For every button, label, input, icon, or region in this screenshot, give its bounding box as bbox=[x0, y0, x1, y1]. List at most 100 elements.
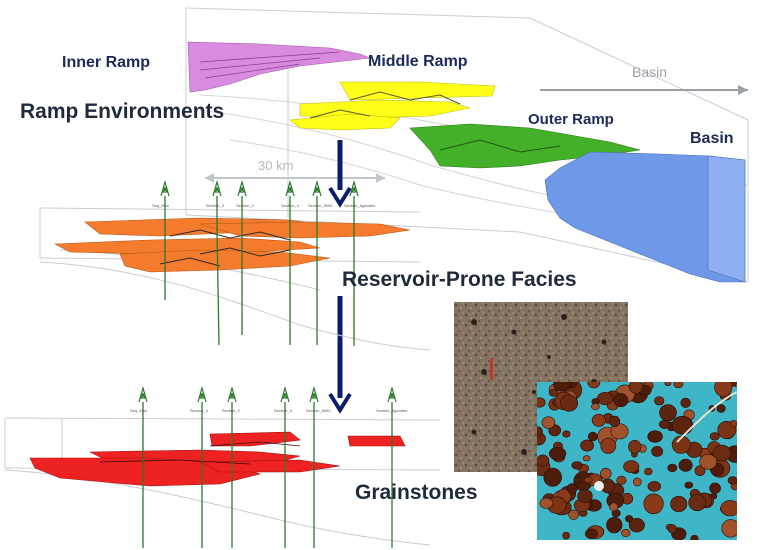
ooid-grain bbox=[678, 458, 693, 472]
ooid-grain bbox=[680, 397, 691, 408]
well-derrick-icon bbox=[197, 385, 207, 403]
well-derrick-icon bbox=[387, 385, 397, 403]
ooid-grain bbox=[628, 518, 645, 533]
well-label: Section_3000 bbox=[308, 203, 333, 208]
reservoir-body bbox=[53, 217, 411, 273]
ooid-grain bbox=[549, 446, 567, 461]
ooid-grain bbox=[582, 455, 591, 462]
flow-arrow-icon bbox=[328, 296, 352, 414]
well-row-middle bbox=[160, 179, 359, 346]
flow-arrow-icon bbox=[328, 140, 352, 208]
well-label: Section_Agoudim bbox=[344, 203, 376, 208]
well-label: Section_4 bbox=[274, 408, 292, 413]
well-trajectory bbox=[216, 196, 220, 346]
ooid-grain bbox=[643, 493, 664, 515]
basin-body bbox=[544, 151, 746, 283]
ooid-grain bbox=[714, 382, 733, 397]
inner-ramp-label: Inner Ramp bbox=[62, 54, 151, 71]
outer-ramp-label: Outer Ramp bbox=[528, 111, 614, 128]
ooid-grain bbox=[654, 396, 665, 406]
ooid-grain bbox=[562, 531, 570, 540]
ooid-grain bbox=[591, 413, 606, 427]
well-derrick-icon bbox=[285, 179, 295, 197]
ooid-grain bbox=[543, 467, 562, 487]
ooid-grain bbox=[616, 475, 627, 485]
ooid-grain bbox=[606, 516, 623, 534]
ooid-grain bbox=[712, 444, 732, 462]
ooid-grain bbox=[585, 528, 598, 540]
ooid-grain bbox=[587, 382, 601, 389]
ooid-grain bbox=[659, 404, 677, 422]
well-derrick-icon bbox=[312, 179, 322, 197]
ooid-grain bbox=[609, 415, 621, 428]
ooid-grain bbox=[537, 454, 550, 467]
grainstone-body bbox=[29, 431, 406, 487]
ooid-grain bbox=[633, 477, 642, 487]
ooid-grain bbox=[694, 465, 706, 476]
ooid-grain bbox=[566, 483, 578, 494]
ooid-grain bbox=[628, 382, 644, 394]
well-label: Seq_Mbs bbox=[130, 408, 147, 413]
ooid-grain bbox=[647, 430, 663, 443]
ooid-grain bbox=[651, 446, 663, 457]
well-derrick-icon bbox=[212, 179, 222, 197]
ooid-grain bbox=[644, 467, 653, 476]
well-label: Section_2 bbox=[222, 408, 240, 413]
well-row-bottom bbox=[138, 385, 397, 548]
ooid-grain bbox=[539, 497, 554, 509]
ooid-grain bbox=[625, 515, 634, 523]
middle-ramp-body bbox=[289, 81, 496, 131]
ooid-grain bbox=[568, 509, 579, 520]
well-label: Section_4 bbox=[281, 203, 299, 208]
basin-direction-label: Basin bbox=[632, 64, 668, 80]
ooid-grain bbox=[541, 416, 556, 429]
ooid-grain bbox=[609, 502, 619, 512]
ooid-grain bbox=[667, 524, 677, 534]
middle-ramp-label: Middle Ramp bbox=[368, 53, 468, 70]
ramp-environments-block bbox=[185, 7, 749, 283]
ooid-grain bbox=[667, 463, 678, 472]
ooid-grain bbox=[659, 419, 671, 429]
ooid-grain bbox=[537, 426, 543, 438]
well-derrick-icon bbox=[309, 385, 319, 403]
ooid-grain bbox=[688, 494, 707, 512]
ooid-grain bbox=[699, 454, 718, 470]
ooid-grain bbox=[709, 482, 721, 494]
well-derrick-icon bbox=[280, 385, 290, 403]
ooid-grain bbox=[623, 460, 640, 473]
well-label: Section_2 bbox=[236, 203, 254, 208]
ooid-grain bbox=[670, 495, 688, 513]
scale-bar-label: 30 km bbox=[258, 158, 294, 173]
well-label: Section_Agoudim bbox=[376, 408, 408, 413]
ooid-grain bbox=[628, 440, 642, 454]
ooid-grain bbox=[591, 403, 600, 411]
ooid-grain bbox=[537, 397, 546, 408]
basin-label: Basin bbox=[690, 130, 734, 147]
ooid-grain bbox=[613, 393, 629, 408]
ooid-grain bbox=[562, 430, 571, 438]
well-derrick-icon bbox=[227, 385, 237, 403]
ooid-grain bbox=[549, 388, 559, 397]
well-label: Section_3 bbox=[190, 408, 208, 413]
thin-section-micrograph-bottom bbox=[537, 382, 737, 540]
ooid-grain bbox=[559, 394, 578, 412]
ooid-grain bbox=[716, 404, 726, 413]
ooid-grain bbox=[600, 467, 612, 480]
ooid-grain bbox=[673, 382, 684, 389]
well-label: Seq_Mbs bbox=[152, 203, 169, 208]
ooid-grain bbox=[721, 519, 737, 538]
ooid-grain bbox=[727, 476, 737, 485]
ooid-grain bbox=[720, 500, 737, 517]
well-derrick-icon bbox=[349, 179, 359, 197]
ooid-grain bbox=[671, 416, 693, 435]
ooid-grain bbox=[600, 437, 617, 454]
ooid-grain bbox=[664, 382, 672, 386]
basin-direction-arrow bbox=[540, 85, 748, 95]
ooid-grain bbox=[684, 481, 694, 489]
ooid-grain bbox=[730, 420, 737, 428]
grainstones-title: Grainstones bbox=[355, 481, 478, 504]
ooid-grain bbox=[571, 461, 583, 470]
well-derrick-icon bbox=[237, 179, 247, 197]
ooid-grain bbox=[690, 534, 699, 540]
ooid-grain bbox=[580, 439, 594, 452]
